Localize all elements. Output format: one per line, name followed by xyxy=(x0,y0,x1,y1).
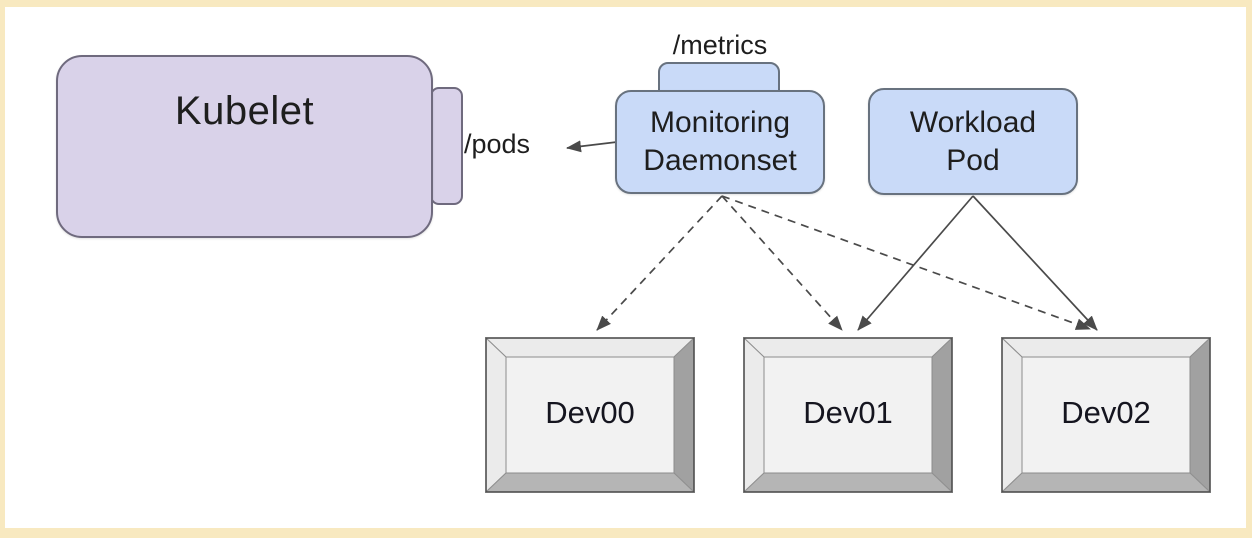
workload-pod-node: Workload Pod xyxy=(868,88,1078,195)
device-label: Dev00 xyxy=(545,395,635,430)
device-dev00: Dev00 xyxy=(485,337,695,493)
device-bevel-graphic xyxy=(743,337,953,493)
device-label: Dev02 xyxy=(1061,395,1151,430)
device-label: Dev01 xyxy=(803,395,893,430)
monitoring-daemonset-node: Monitoring Daemonset xyxy=(615,90,825,194)
monitoring-daemonset-label: Monitoring Daemonset xyxy=(643,106,797,177)
device-bevel-graphic xyxy=(1001,337,1211,493)
workload-pod-label: Workload Pod xyxy=(909,105,1037,177)
kubelet-label: Kubelet xyxy=(174,89,315,133)
pods-endpoint-label: /pods xyxy=(464,129,531,159)
device-bevel-graphic xyxy=(485,337,695,493)
kubelet-node: Kubelet xyxy=(56,55,433,238)
metrics-endpoint-label: /metrics xyxy=(672,30,768,60)
device-dev02: Dev02 xyxy=(1001,337,1211,493)
device-dev01: Dev01 xyxy=(743,337,953,493)
kubelet-side-tab xyxy=(430,87,463,205)
